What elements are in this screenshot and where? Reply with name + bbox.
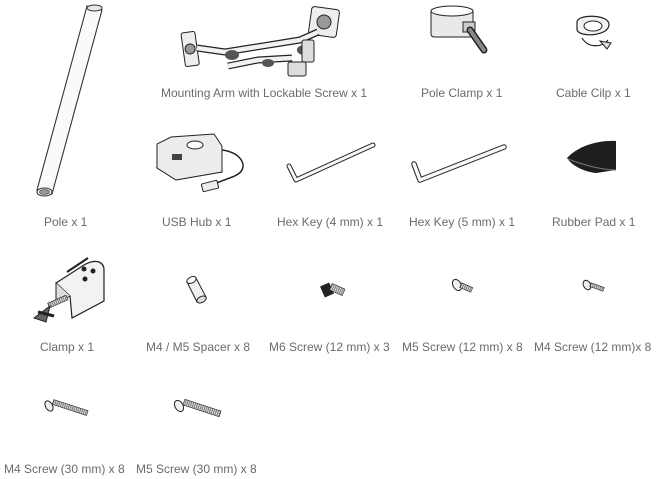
label-m6-screw-12: M6 Screw (12 mm) x 3	[269, 340, 390, 354]
label-pole-clamp: Pole Clamp x 1	[421, 86, 503, 100]
hex-key-4-icon	[286, 142, 376, 183]
label-cable-clip: Cable Cilp x 1	[556, 86, 631, 100]
label-hex-key-5: Hex Key (5 mm) x 1	[409, 215, 516, 229]
label-hex-key-4: Hex Key (4 mm) x 1	[277, 215, 384, 229]
label-m4-screw-30: M4 Screw (30 mm) x 8	[4, 462, 125, 476]
label-spacer: M4 / M5 Spacer x 8	[146, 340, 251, 354]
clamp-icon	[32, 257, 105, 323]
m5-screw-12-icon	[451, 278, 474, 293]
m5-screw-30-icon	[173, 398, 222, 418]
label-clamp: Clamp x 1	[40, 340, 95, 354]
label-rubber-pad: Rubber Pad x 1	[552, 215, 636, 229]
hex-key-5-icon	[411, 144, 507, 183]
label-m5-screw-12: M5 Screw (12 mm) x 8	[402, 340, 523, 354]
pole-clamp-icon	[430, 5, 488, 54]
usb-hub-icon	[155, 133, 244, 193]
label-m4-screw-12: M4 Screw (12 mm)x 8	[534, 340, 652, 354]
rubber-pad-icon	[567, 140, 617, 173]
m4-screw-12-icon	[582, 279, 605, 292]
cable-clip-icon	[576, 15, 612, 50]
m6-screw-12-icon	[319, 282, 346, 298]
label-m5-screw-30: M5 Screw (30 mm) x 8	[136, 462, 257, 476]
label-pole: Pole x 1	[44, 215, 88, 229]
label-usb-hub: USB Hub x 1	[162, 215, 232, 229]
pole-icon	[36, 4, 103, 197]
spacer-icon	[186, 276, 207, 304]
mounting-arm-icon	[180, 6, 340, 77]
label-mounting-arm: Mounting Arm with Lockable Screw x 1	[161, 86, 368, 100]
m4-screw-30-icon	[44, 399, 89, 416]
